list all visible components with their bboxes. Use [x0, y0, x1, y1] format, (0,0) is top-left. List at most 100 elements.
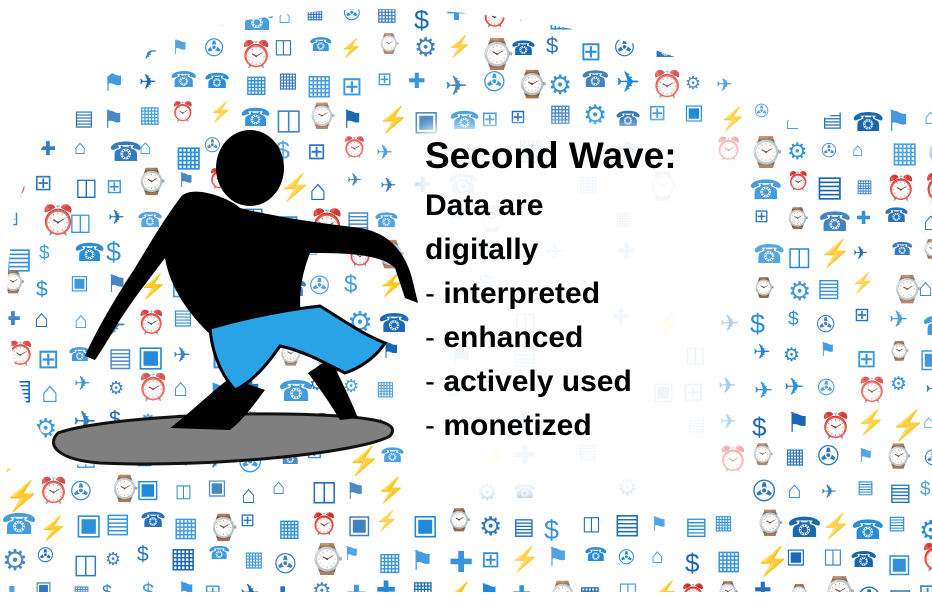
wave-tile-icon: $: [137, 543, 149, 566]
wave-tile-icon: ⌂: [309, 175, 327, 207]
intro-line-2: digitally: [425, 233, 539, 266]
wave-tile-icon: ⌚: [0, 271, 27, 294]
wave-tile-icon: ◫: [787, 241, 812, 271]
wave-tile-icon: ⚙: [105, 549, 122, 569]
wave-tile-icon: ✚: [5, 309, 21, 330]
wave-tile-icon: ✇: [204, 135, 221, 157]
wave-tile-icon: ⌂: [787, 477, 802, 504]
wave-tile-icon: ⏰: [820, 412, 852, 440]
wave-tile-icon: ☎: [851, 1, 874, 21]
wave-tile-icon: ⌂: [918, 274, 932, 302]
wave-tile-icon: ✇: [924, 448, 932, 469]
wave-tile-icon: ⚑: [71, 0, 88, 20]
wave-tile-icon: ⚡: [4, 481, 41, 513]
wave-tile-icon: ▦: [139, 101, 161, 127]
wave-tile-icon: ⌂: [785, 107, 801, 135]
wave-tile-icon: ☎: [652, 37, 680, 62]
wave-tile-icon: ✇: [823, 72, 841, 95]
wave-tile-icon: ⌚: [752, 278, 776, 299]
wave-tile-icon: ▦: [376, 0, 398, 25]
wave-tile-icon: ⏰: [715, 136, 743, 161]
wave-tile-icon: ⌚: [924, 139, 932, 167]
wave-tile-icon: ✈: [925, 376, 932, 402]
wave-tile-icon: ⚡: [788, 36, 825, 68]
wave-tile-icon: ▤: [817, 274, 841, 302]
wave-tile-icon: ▦: [716, 545, 742, 575]
bullet-text: interpreted: [443, 277, 601, 310]
wave-tile-icon: ▦: [856, 176, 874, 196]
wave-tile-icon: ✚: [856, 208, 872, 228]
wave-tile-icon: ✚: [449, 547, 474, 579]
wave-tile-icon: ⚡: [510, 546, 540, 573]
bullet-text: enhanced: [443, 321, 584, 354]
wave-tile-icon: ▤: [5, 243, 33, 275]
bullet-text: actively used: [443, 365, 632, 398]
wave-tile-icon: ⚙: [919, 515, 932, 545]
bullet-marker: -: [425, 365, 435, 398]
wave-tile-icon: ⌚: [716, 582, 740, 603]
intro-line-1: Data are: [425, 189, 544, 222]
wave-tile-icon: ☎: [749, 175, 783, 205]
wave-tile-icon: ⚙: [2, 545, 28, 577]
wave-tile-icon: ⊞: [307, 138, 327, 164]
wave-tile-icon: ⚑: [177, 170, 195, 192]
wave-tile-icon: ✈: [445, 71, 468, 101]
wave-tile-icon: ☎: [204, 70, 231, 93]
wave-tile-icon: ▣: [412, 509, 439, 540]
wave-tile-icon: ☎: [782, 70, 811, 96]
wave-tile-icon: $: [750, 309, 766, 339]
wave-tile-icon: ▤: [513, 513, 535, 539]
wave-tile-icon: ◫: [823, 545, 843, 568]
wave-tile-icon: ⌂: [751, 0, 763, 20]
wave-tile-icon: ✇: [204, 35, 225, 62]
wave-tile-icon: ☎: [170, 67, 198, 92]
wave-tile-icon: ▦: [714, 512, 733, 534]
wave-tile-icon: ▣: [684, 101, 704, 124]
wave-tile-icon: ⚡: [279, 172, 312, 202]
wave-tile-icon: $: [39, 243, 50, 264]
surfer-head: [216, 130, 284, 206]
wave-tile-icon: ☎: [615, 108, 642, 131]
wave-tile-icon: ▦: [306, 69, 333, 100]
wave-tile-icon: ☎: [922, 313, 932, 340]
wave-tile-icon: ✈: [139, 39, 158, 64]
wave-tile-icon: ▤: [816, 171, 844, 203]
wave-tile-icon: ◫: [618, 579, 638, 602]
wave-tile-icon: ✚: [446, 0, 467, 26]
bullet-monetized: - monetized: [425, 404, 677, 448]
wave-tile-icon: ◫: [73, 549, 99, 579]
wave-tile-icon: ☎: [278, 376, 315, 408]
wave-tile-icon: ▦: [819, 35, 837, 56]
wave-tile-icon: ✇: [483, 67, 506, 97]
wave-tile-icon: ⌚: [884, 443, 913, 469]
wave-tile-icon: ⌚: [309, 544, 346, 576]
wave-tile-icon: ⚑: [343, 544, 361, 565]
wave-tile-icon: ☎: [584, 545, 608, 566]
wave-tile-icon: ✈: [785, 3, 808, 33]
wave-tile-icon: $: [685, 548, 700, 578]
wave-tile-icon: ⚙: [890, 374, 908, 395]
wave-tile-icon: ⊞: [106, 35, 129, 65]
wave-tile-icon: ⊞: [341, 71, 363, 101]
wave-tile-icon: ✈: [240, 580, 261, 607]
wave-tile-icon: ▣: [887, 548, 912, 578]
wave-tile-icon: ⚙: [343, 376, 360, 396]
text-backdrop: [416, 126, 716, 496]
wave-tile-icon: ⚑: [102, 106, 125, 134]
wave-tile-icon: ⌂: [924, 104, 932, 129]
wave-tile-icon: ⏰: [720, 0, 747, 23]
wave-tile-icon: ⚙: [854, 73, 873, 96]
wave-tile-icon: ⚡: [890, 410, 927, 442]
wave-tile-icon: ✚: [273, 582, 293, 608]
wave-tile-icon: ⌂: [173, 374, 189, 402]
wave-tile-icon: ✚: [346, 581, 367, 609]
wave-tile-icon: ☎: [374, 210, 399, 232]
wave-tile-icon: ✇: [816, 311, 836, 337]
wave-tile-icon: ⊞: [856, 345, 877, 373]
wave-tile-icon: ⚡: [856, 409, 886, 436]
wave-tile-icon: ✇: [752, 476, 777, 508]
wave-tile-icon: ▦: [785, 445, 805, 468]
wave-tile-icon: ✇: [343, 2, 361, 25]
wave-tile-icon: ⚡: [347, 446, 381, 476]
wave-tile-icon: ✇: [821, 141, 837, 162]
